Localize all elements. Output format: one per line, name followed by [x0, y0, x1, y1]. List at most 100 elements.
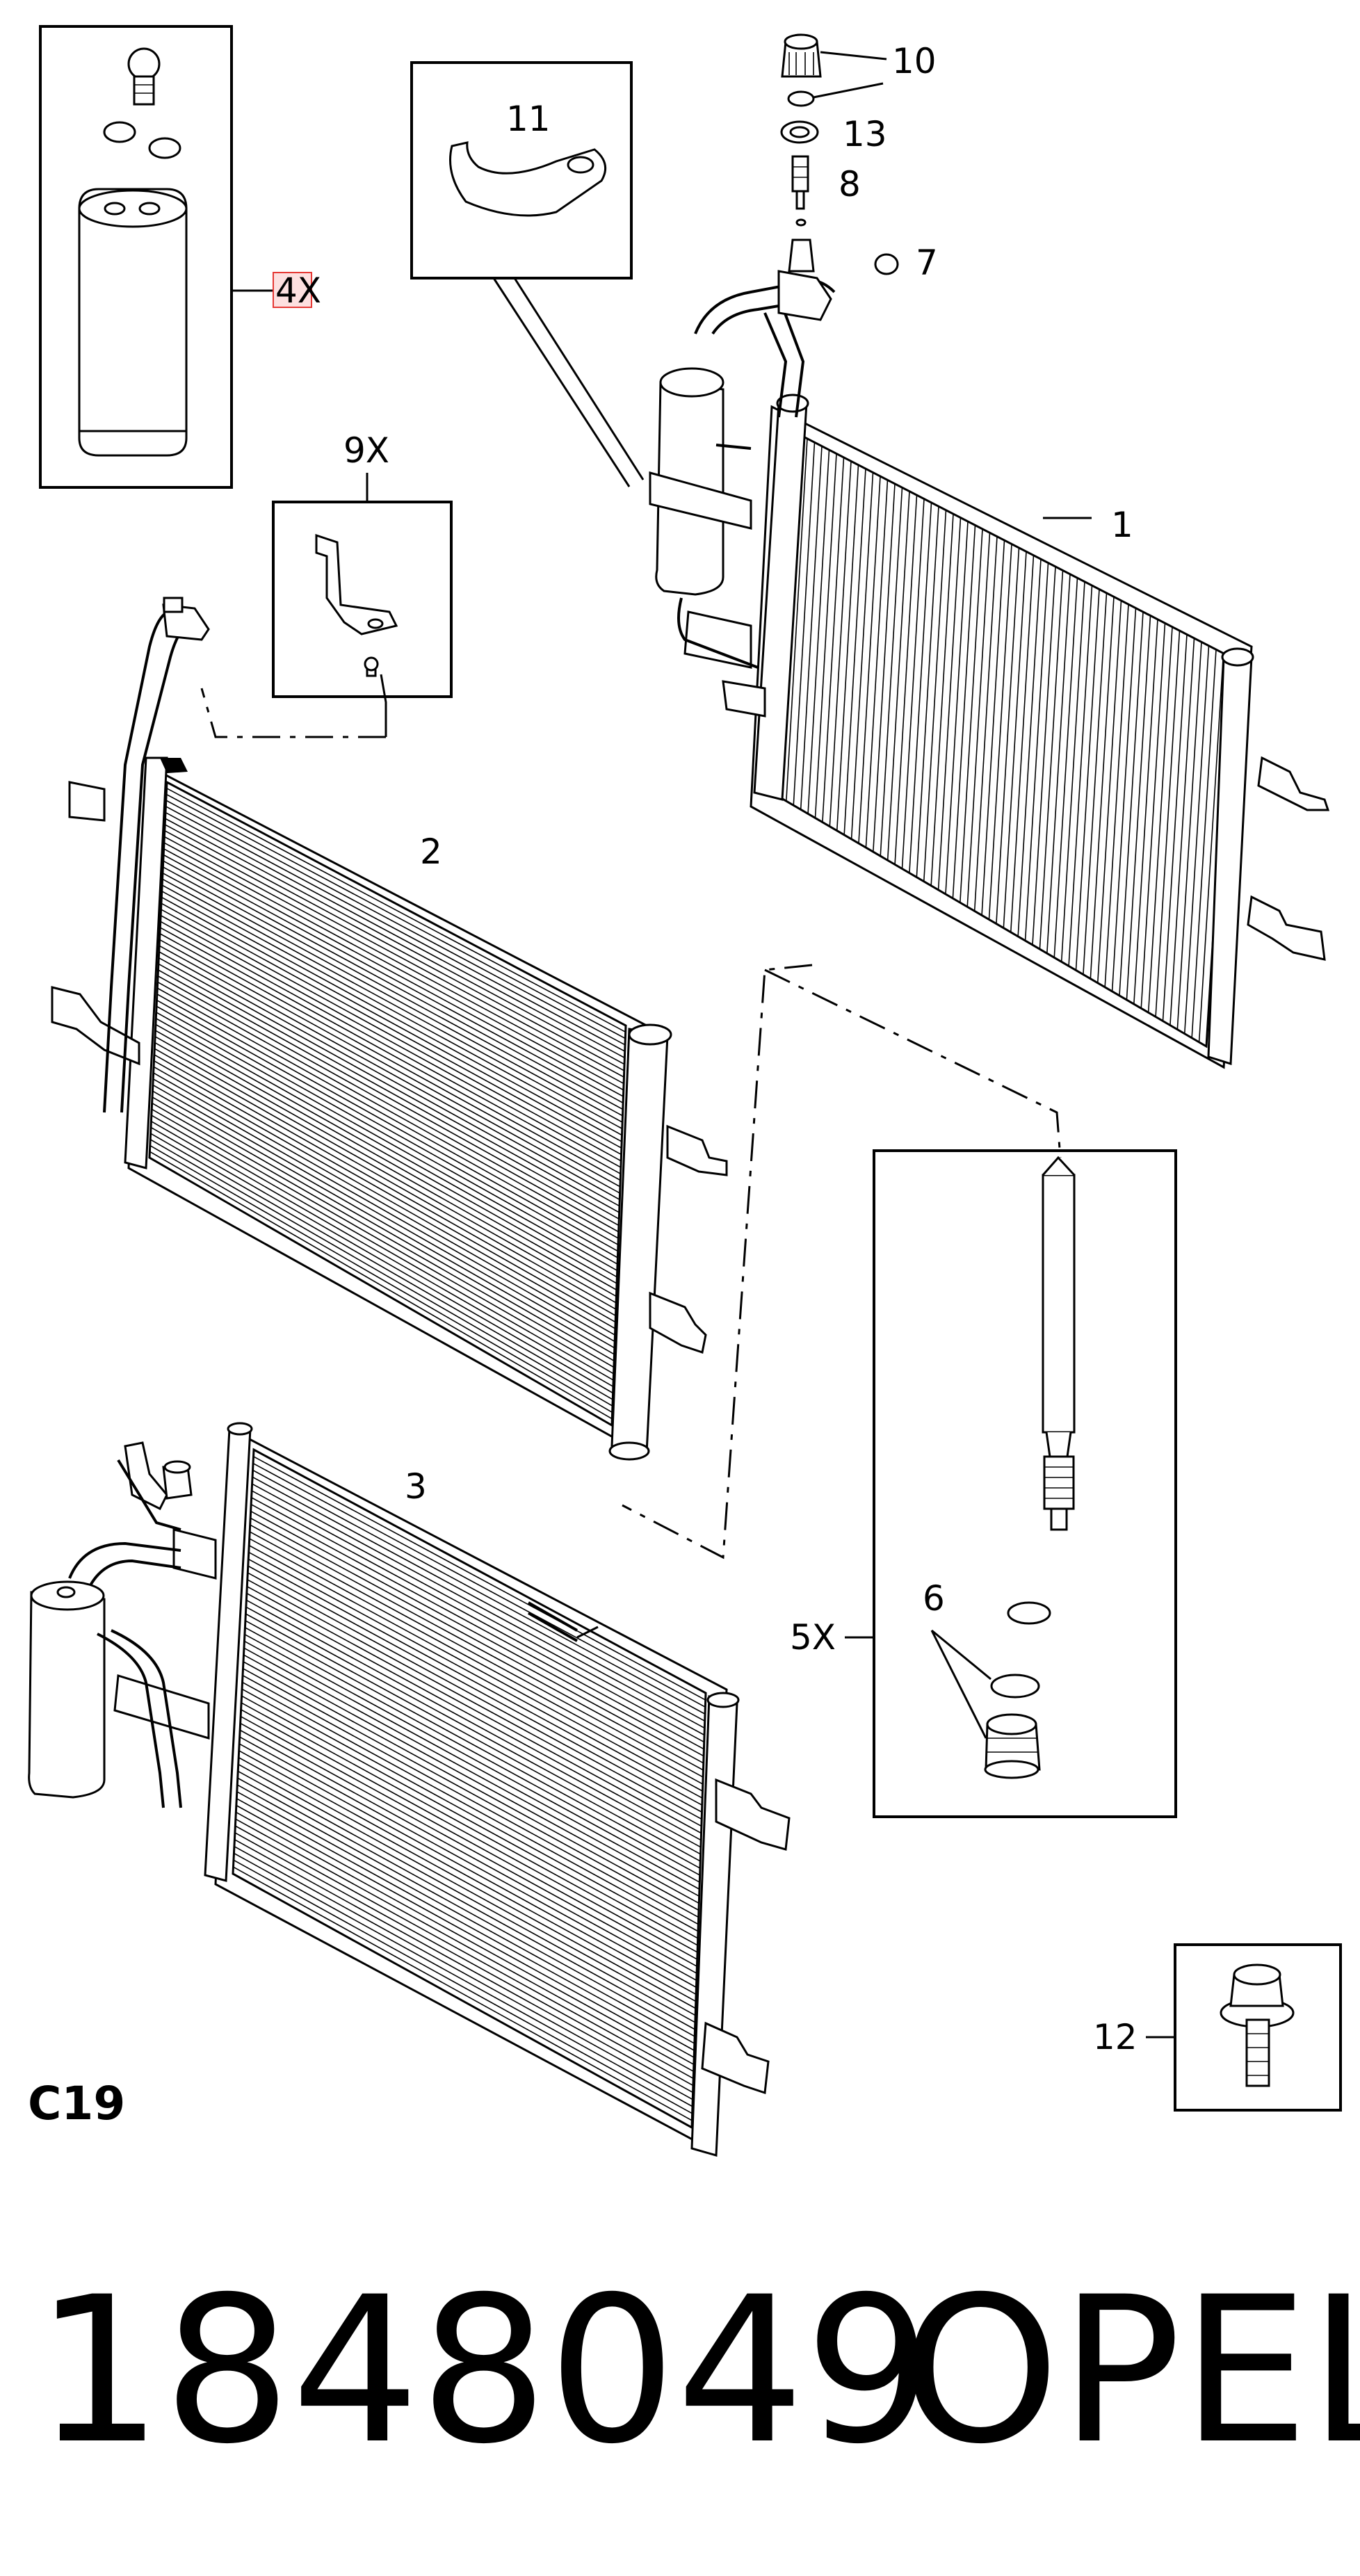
condenser-fin — [235, 1818, 694, 2073]
condenser-fin — [158, 957, 620, 1213]
condenser-fin — [807, 450, 830, 814]
condenser-fin — [152, 1096, 615, 1361]
condenser-fin — [252, 1469, 706, 1715]
condenser-fin — [1060, 581, 1085, 962]
condenser-fin — [150, 1126, 614, 1394]
condenser-fin — [996, 547, 1020, 924]
condenser-fin — [244, 1633, 700, 1883]
condenser-fin — [159, 945, 620, 1201]
condenser-fin — [149, 1151, 613, 1420]
condenser-fin — [152, 1084, 615, 1349]
condenser-fin — [865, 480, 889, 848]
condenser-fin — [966, 533, 991, 907]
condenser-fin — [930, 514, 954, 886]
condenser-fin — [240, 1716, 697, 1967]
condenser-fin — [1104, 604, 1129, 987]
condenser-fin — [237, 1777, 695, 2030]
bracket-11-detail: 11 — [410, 61, 645, 487]
condenser-fin — [163, 860, 624, 1110]
bracket-9x-detail: 9X — [200, 430, 453, 738]
drier-bolt-icon — [127, 47, 161, 106]
callout-7: 7 — [916, 243, 938, 283]
condenser-fin — [973, 536, 998, 912]
condenser-fin — [155, 1023, 617, 1284]
drier-cylinder-icon — [78, 188, 188, 457]
condenser-fin — [238, 1743, 697, 1995]
o-ring-icon — [148, 137, 181, 159]
condenser-fin — [234, 1852, 693, 2107]
condenser-fin — [238, 1750, 697, 2002]
condenser-fin — [1003, 551, 1027, 928]
condenser-fin — [158, 969, 620, 1226]
condenser-3: 3 — [28, 1422, 791, 2157]
condenser-fin — [154, 1054, 616, 1317]
condenser-fin — [1133, 619, 1158, 1005]
condenser-fin — [1046, 574, 1071, 954]
condenser-fin — [1162, 634, 1188, 1021]
o-ring-icon — [990, 1674, 1040, 1699]
callout-4x-highlight[interactable]: 4X — [273, 270, 321, 311]
condenser-fin — [156, 1005, 618, 1265]
condenser-fin — [248, 1551, 703, 1799]
condenser-fin — [245, 1606, 701, 1855]
condenser-fin — [1111, 608, 1137, 991]
condenser-fin — [1147, 626, 1173, 1013]
part-number: 1848049 — [35, 2254, 933, 2488]
condenser-fin — [880, 487, 903, 857]
callout-13: 13 — [843, 114, 887, 154]
condenser-1: 1 — [649, 270, 1330, 1069]
condenser-fin — [156, 987, 619, 1246]
o-ring-icon — [874, 253, 899, 275]
condenser-fin — [162, 878, 623, 1130]
condenser-fin — [873, 483, 896, 852]
condenser-fin — [157, 975, 620, 1233]
condenser-fin — [1169, 638, 1195, 1026]
condenser-fin — [163, 854, 624, 1103]
condenser-fin — [245, 1599, 702, 1848]
condenser-fin — [901, 499, 925, 869]
callout-10: 10 — [892, 41, 937, 81]
condenser-fin — [247, 1572, 702, 1820]
condenser-fin — [894, 495, 918, 865]
condenser-fin — [836, 464, 859, 831]
callout-2: 2 — [420, 832, 442, 872]
condenser-fin — [887, 491, 910, 861]
condenser-fin — [154, 1042, 617, 1304]
condenser-fin — [241, 1695, 698, 1946]
valve-cap-icon — [781, 33, 822, 78]
brand-name: OPEL — [901, 2254, 1360, 2488]
condenser-fin — [242, 1681, 699, 1932]
condenser-fin — [1155, 631, 1181, 1017]
condenser-fin — [156, 1012, 618, 1272]
o-ring-icon — [103, 121, 136, 143]
condenser-fin — [243, 1661, 699, 1911]
callout-8: 8 — [839, 164, 861, 204]
condenser-fin — [1198, 653, 1224, 1042]
condenser-fin — [251, 1490, 705, 1736]
condenser-fin — [154, 1048, 617, 1310]
condenser-fin — [1083, 592, 1108, 975]
condenser-fin — [153, 1072, 615, 1336]
condenser-fin — [160, 914, 622, 1168]
condenser-fin — [154, 1060, 616, 1323]
condenser-fin — [151, 1121, 614, 1388]
condenser-fin — [163, 848, 624, 1097]
condenser-fin — [241, 1702, 698, 1953]
condenser-fin — [829, 461, 852, 827]
callout-12: 12 — [1093, 2017, 1138, 2057]
valve-small-parts: 10 13 8 7 — [780, 33, 938, 283]
condenser-fin — [250, 1517, 704, 1764]
condenser-fin — [1176, 642, 1202, 1030]
condenser-fin — [1024, 562, 1049, 941]
condenser-fin — [1010, 555, 1035, 932]
condenser-fin — [235, 1811, 695, 2065]
condenser-fin — [242, 1674, 699, 1925]
condenser-fin — [233, 1859, 693, 2114]
condenser-fin — [155, 1017, 617, 1278]
condenser-2: 2 — [51, 597, 728, 1461]
condenser-fin — [1119, 611, 1144, 996]
condenser-fin — [234, 1845, 693, 2100]
condenser-fin — [250, 1510, 704, 1757]
condenser-fin — [239, 1729, 697, 1982]
